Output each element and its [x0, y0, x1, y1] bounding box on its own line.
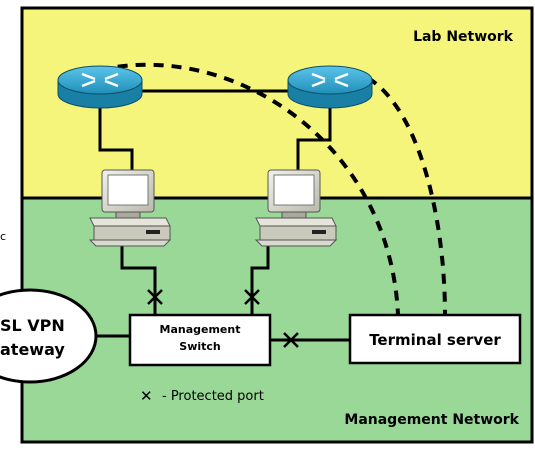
management-switch: Management Switch	[128, 313, 272, 367]
pc1-to-switch-link	[120, 246, 157, 315]
pc2-to-switch-link	[250, 246, 270, 315]
legend: ✕ - Protected port	[140, 387, 264, 405]
router2-to-pc2-link	[296, 108, 332, 170]
management-switch-label-line2: Switch	[179, 340, 220, 353]
router-arrows-icon	[81, 72, 119, 88]
legend-symbol: ✕	[140, 387, 153, 405]
ssl-vpn-gateway-label-line1: SL VPN	[0, 316, 65, 335]
lab-pc-1	[88, 169, 172, 247]
console-links	[99, 62, 447, 316]
network-links	[96, 89, 350, 342]
router1-to-pc1-link	[98, 108, 134, 170]
protected-port-marker-1	[147, 289, 163, 305]
lab-network-label: Lab Network	[413, 29, 514, 45]
router-arrows-icon	[311, 72, 349, 88]
protected-port-marker-2	[244, 289, 260, 305]
edge-text-fragment: c	[0, 230, 6, 243]
terminal-server: Terminal server	[348, 313, 522, 365]
ssl-vpn-gateway-label-line2: ateway	[0, 340, 65, 359]
terminal-server-label: Terminal server	[369, 331, 501, 349]
legend-text: - Protected port	[162, 389, 264, 404]
router-2	[287, 65, 373, 109]
console-link-router2	[366, 76, 447, 316]
management-network-label: Management Network	[344, 412, 519, 428]
protected-port-markers	[147, 289, 299, 348]
console-link-router1	[99, 62, 400, 316]
protected-port-marker-3	[283, 332, 299, 348]
ssl-vpn-gateway: SL VPN ateway	[0, 288, 98, 384]
lab-pc-2	[254, 169, 338, 247]
router-1	[57, 65, 143, 109]
management-switch-label-line1: Management	[160, 323, 241, 336]
